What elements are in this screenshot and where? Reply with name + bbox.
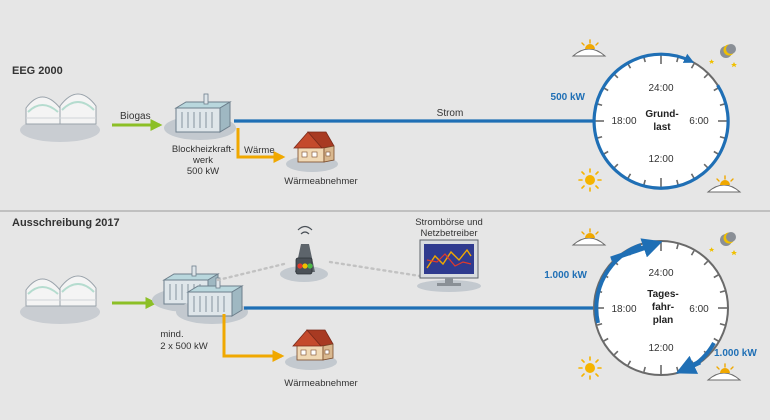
clock-tick: [703, 73, 709, 79]
clock-tick: [713, 87, 719, 92]
clock-tick: [613, 73, 619, 79]
clock-tick: [676, 179, 679, 185]
chp-label-2017-line2: 2 x 500 kW: [160, 341, 208, 352]
clock-tick: [603, 87, 609, 92]
clock-tick: [676, 57, 679, 63]
heat-consumer-house-2000: [285, 131, 339, 173]
clock-2000-bottom: 12:00: [648, 154, 673, 165]
clock-tick: [603, 337, 609, 342]
clock-ticks-2000: [595, 55, 727, 187]
heat-consumer-label-2000: Wärmeabnehmer: [284, 176, 357, 187]
clock-tick: [703, 163, 709, 169]
moon-stars-icon-2000: [708, 44, 737, 68]
clock-2000-center-line1: Grund-: [645, 109, 678, 120]
clock-tick: [690, 63, 695, 69]
clock-2017-left: 18:00: [611, 304, 636, 315]
clock-tick: [643, 57, 646, 63]
clock-tick: [676, 244, 679, 250]
exchange-monitor-icon: [417, 239, 481, 292]
clock-tick: [690, 173, 695, 179]
clock-2000-left: 18:00: [611, 116, 636, 127]
clock-2017-center-line2: fahr-: [652, 302, 674, 313]
clock-tick: [713, 150, 719, 155]
power-label: Strom: [437, 108, 464, 119]
exchange-label-line1: Strombörse und: [415, 217, 483, 228]
clock-2017-center-line3: plan: [653, 315, 674, 326]
signal-traffic-light-icon: [280, 225, 328, 282]
scheduled-arrow-2017-top: [610, 238, 663, 262]
moon-stars-icon-2017: [708, 232, 737, 256]
sunset-icon-2017: [572, 228, 606, 246]
biogas-label: Biogas: [120, 111, 151, 122]
heat-arrow-2000: [236, 128, 286, 163]
section-2000-title: EEG 2000: [12, 65, 63, 77]
clock-2000-center-line2: last: [653, 122, 671, 133]
baseload-arc-2000: [592, 52, 730, 190]
chp-label-2000-line3: 500 kW: [187, 166, 219, 177]
sunrise-icon-2000: [707, 175, 741, 193]
power-kw-2017-top: 1.000 kW: [544, 270, 587, 281]
clock-2017-bottom: 12:00: [648, 343, 673, 354]
clock-tick: [703, 260, 709, 266]
power-kw-2017-bottom: 1.000 kW: [714, 348, 757, 359]
heat-consumer-house-2017: [284, 329, 338, 371]
clock-2017-center-line1: Tages-: [647, 289, 679, 300]
heat-consumer-label-2017: Wärmeabnehmer: [284, 378, 357, 389]
chp-unit-2000: [163, 93, 237, 141]
scheduled-arrow-2017-bottom: [675, 355, 702, 374]
biogas-plant-2017: [19, 275, 101, 325]
clock-tick: [719, 290, 725, 293]
clock-2000-top: 24:00: [648, 83, 673, 94]
chp-label-2000-line2: werk: [192, 155, 213, 166]
control-signal-line-right: [328, 260, 422, 278]
clock-tick: [643, 366, 646, 372]
clock-2017: 24:00 18:00 6:00 12:00 Tages- fahr- plan: [593, 238, 729, 376]
clock-tick: [603, 150, 609, 155]
clock-tick: [719, 103, 725, 106]
exchange-label-line2: Netzbetreiber: [420, 228, 477, 239]
heat-arrow-2017: [222, 314, 285, 362]
clock-tick: [613, 350, 619, 356]
clock-2017-right: 6:00: [689, 304, 709, 315]
sun-icon-2017: [578, 356, 602, 380]
clock-tick: [719, 136, 725, 139]
clock-tick: [719, 323, 725, 326]
sun-icon-2000: [578, 168, 602, 192]
sunrise-icon-2017: [707, 363, 741, 381]
clock-tick: [690, 250, 695, 256]
chp-label-2017-line1: mind.: [160, 329, 183, 340]
section-2017-title: Ausschreibung 2017: [12, 217, 120, 229]
clock-tick: [627, 173, 632, 179]
clock-tick: [643, 179, 646, 185]
biogas-plant-2000: [19, 93, 101, 143]
sunset-icon-2000: [572, 39, 606, 57]
heat-label: Wärme: [244, 145, 275, 156]
clock-tick: [713, 337, 719, 342]
chp-label-2000-line1: Blockheizkraft-: [172, 144, 234, 155]
clock-2017-top: 24:00: [648, 268, 673, 279]
clock-tick: [613, 163, 619, 169]
clock-2000: 24:00 18:00 6:00 12:00 Grund- last: [592, 52, 730, 190]
clock-tick: [597, 323, 603, 326]
clock-2000-right: 6:00: [689, 116, 709, 127]
control-signal-line-left: [216, 262, 286, 282]
clock-tick: [597, 103, 603, 106]
clock-tick: [597, 136, 603, 139]
clock-tick: [627, 63, 632, 69]
power-kw-2000: 500 kW: [551, 92, 586, 103]
clock-tick: [627, 360, 632, 366]
clock-tick: [713, 274, 719, 279]
